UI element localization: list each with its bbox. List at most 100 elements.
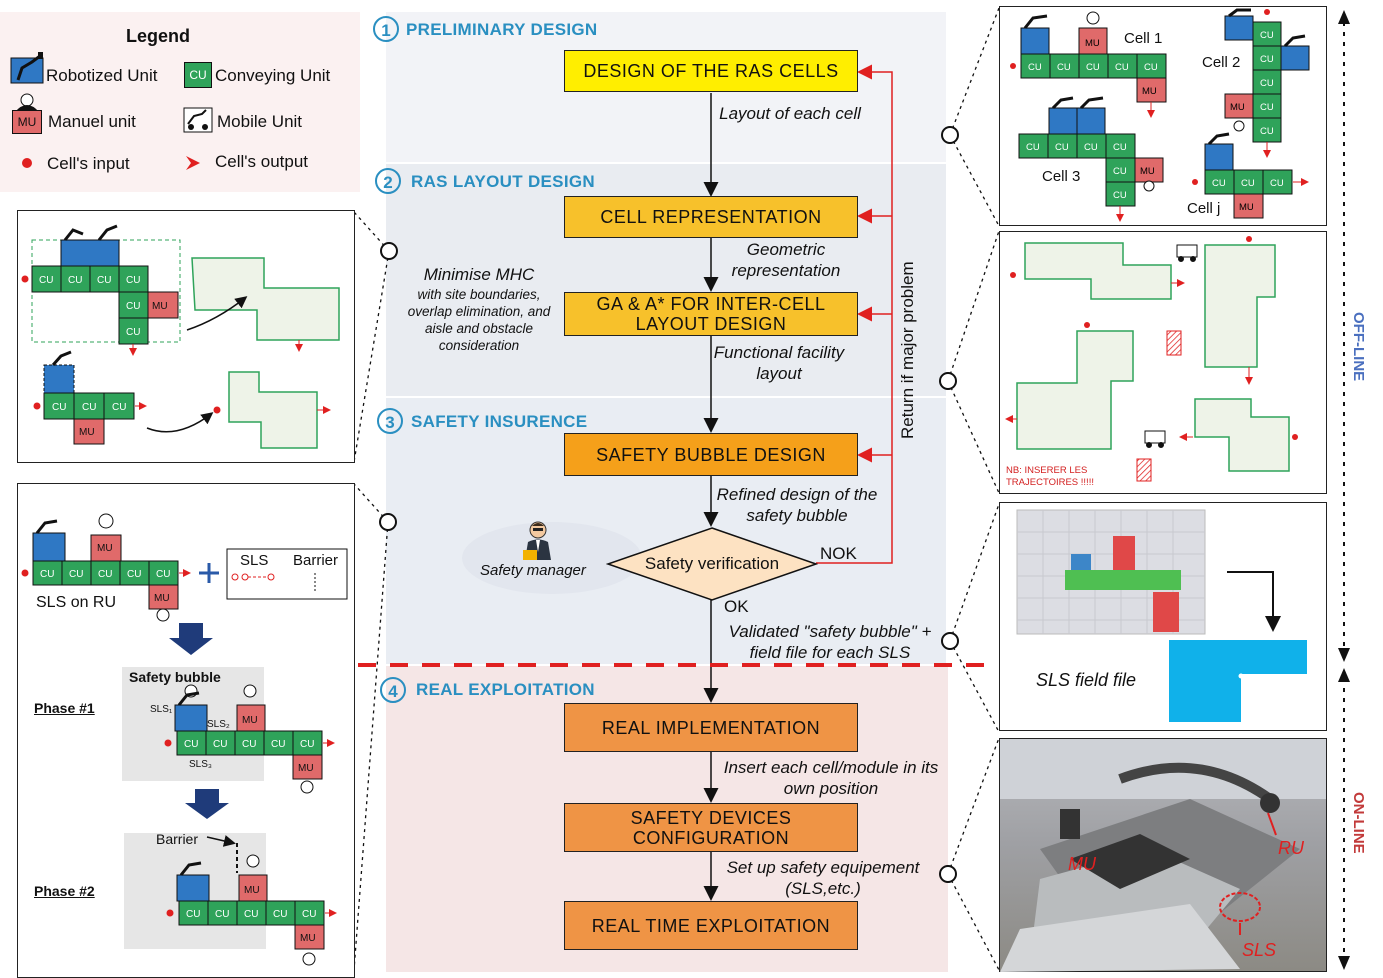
svg-text:CU: CU [1241, 178, 1255, 189]
note-functional: Functional facility layout [713, 343, 845, 383]
phase2-number: 2 [375, 168, 401, 194]
note-validated: Validated "safety bubble" + field file f… [728, 622, 932, 662]
note-ok: OK [724, 597, 749, 616]
ga-layout-box: GA & A* FOR INTER-CELL LAYOUT DESIGN [564, 292, 858, 336]
svg-text:MU: MU [1142, 86, 1157, 97]
sls-field-drawing [1016, 509, 1307, 722]
svg-text:CU: CU [1260, 126, 1274, 137]
legend-output: Cell's output [215, 152, 309, 171]
cell-representation-box: CELL REPRESENTATION [564, 196, 858, 238]
svg-text:CU: CU [302, 909, 316, 920]
phase2-label: Phase #2 [34, 883, 95, 899]
photo-drawing [1000, 739, 1326, 972]
svg-text:CU: CU [97, 275, 111, 286]
svg-text:CU: CU [127, 569, 141, 580]
offline-label: OFF-LINE [1350, 312, 1367, 382]
legend-conveying: Conveying Unit [215, 66, 331, 85]
phase3-number: 3 [377, 408, 403, 434]
svg-text:CU: CU [39, 275, 53, 286]
phase4-title: REAL EXPLOITATION [416, 680, 595, 699]
svg-text:MU: MU [1239, 202, 1254, 213]
note-layout-each-cell: Layout of each cell [719, 104, 861, 123]
svg-text:MU: MU [1085, 38, 1100, 49]
svg-text:MU: MU [244, 885, 260, 896]
svg-text:CU: CU [215, 909, 229, 920]
svg-text:CU: CU [1270, 178, 1284, 189]
phase3-title: SAFETY INSURENCE [411, 412, 588, 431]
svg-text:CU: CU [184, 739, 198, 750]
svg-text:CU: CU [1026, 142, 1040, 153]
robot-icon [10, 52, 44, 84]
svg-text:CU: CU [300, 739, 314, 750]
cell3-label: Cell 3 [1042, 168, 1081, 185]
svg-text:CU: CU [271, 739, 285, 750]
barrier-label-2: Barrier [156, 831, 199, 847]
nb-note: NB: INSERER LES TRAJECTOIRES !!!!! [1006, 465, 1094, 488]
cellj-label: Cell j [1187, 200, 1221, 217]
legend-mobile: Mobile Unit [217, 112, 303, 131]
svg-text:MU: MU [242, 715, 258, 726]
manual-operator-icon [15, 93, 39, 112]
sls3-label: SLS₃ [189, 759, 212, 770]
note-minimise-body: with site boundaries, overlap eliminatio… [407, 287, 551, 353]
legend-input: Cell's input [47, 154, 130, 173]
svg-text:CU: CU [1260, 78, 1274, 89]
svg-text:CU: CU [1144, 62, 1158, 73]
svg-text:CU: CU [244, 909, 258, 920]
safety-verification-label: Safety verification [644, 554, 780, 573]
sls-field-label: SLS field file [1036, 670, 1137, 690]
photo-mu-label: MU [1068, 854, 1096, 874]
online-label: ON-LINE [1350, 792, 1367, 854]
svg-text:CU: CU [1113, 166, 1127, 177]
photo-sls-label: SLS [1242, 940, 1277, 960]
note-minimise-title: Minimise MHC [423, 265, 535, 284]
conveying-icon: CU [184, 62, 212, 88]
svg-text:CU: CU [98, 569, 112, 580]
svg-text:MU: MU [154, 593, 170, 604]
svg-text:CU: CU [69, 569, 83, 580]
svg-text:CU: CU [40, 569, 54, 580]
svg-text:MU: MU [1230, 102, 1245, 113]
note-insert: Insert each cell/module in its own posit… [723, 758, 939, 798]
svg-text:CU: CU [1260, 102, 1274, 113]
sls-on-ru-label: SLS on RU [36, 594, 117, 611]
safety-manager-icon [522, 520, 554, 567]
svg-text:CU: CU [68, 275, 82, 286]
input-dot-icon [22, 158, 32, 168]
sls1-label: SLS₁ [150, 704, 173, 715]
svg-text:CU: CU [1260, 30, 1274, 41]
svg-text:MU: MU [298, 763, 314, 774]
manual-unit-icon: MU [12, 110, 42, 134]
note-nok: NOK [820, 544, 857, 563]
phase1-title: PRELIMINARY DESIGN [406, 20, 598, 39]
svg-text:CU: CU [1113, 142, 1127, 153]
svg-text:CU: CU [242, 739, 256, 750]
svg-text:MU: MU [97, 543, 113, 554]
phase2-title: RAS LAYOUT DESIGN [411, 172, 595, 191]
left-barrier-label: Barrier [293, 552, 339, 569]
svg-text:CU: CU [1084, 142, 1098, 153]
svg-text:CU: CU [186, 909, 200, 920]
svg-text:CU: CU [1260, 54, 1274, 65]
output-arrow-icon [186, 156, 200, 170]
svg-text:CU: CU [1115, 62, 1129, 73]
svg-text:CU: CU [1212, 178, 1226, 189]
svg-text:CU: CU [112, 402, 126, 413]
svg-text:CU: CU [156, 569, 170, 580]
svg-text:CU: CU [126, 327, 140, 338]
note-return: Return if major problem [898, 261, 917, 439]
svg-text:CU: CU [273, 909, 287, 920]
safety-manager-label: Safety manager [480, 562, 586, 579]
legend-robotized: Robotized Unit [46, 66, 158, 85]
photo-ru-label: RU [1278, 838, 1304, 858]
real-time-box: REAL TIME EXPLOITATION [564, 901, 858, 950]
layout-drawing [1005, 236, 1298, 482]
left-sls-label: SLS [240, 552, 269, 569]
svg-text:CU: CU [213, 739, 227, 750]
legend-title: Legend [126, 26, 191, 46]
legend-manual: Manuel unit [48, 112, 136, 131]
svg-text:MU: MU [300, 933, 316, 944]
